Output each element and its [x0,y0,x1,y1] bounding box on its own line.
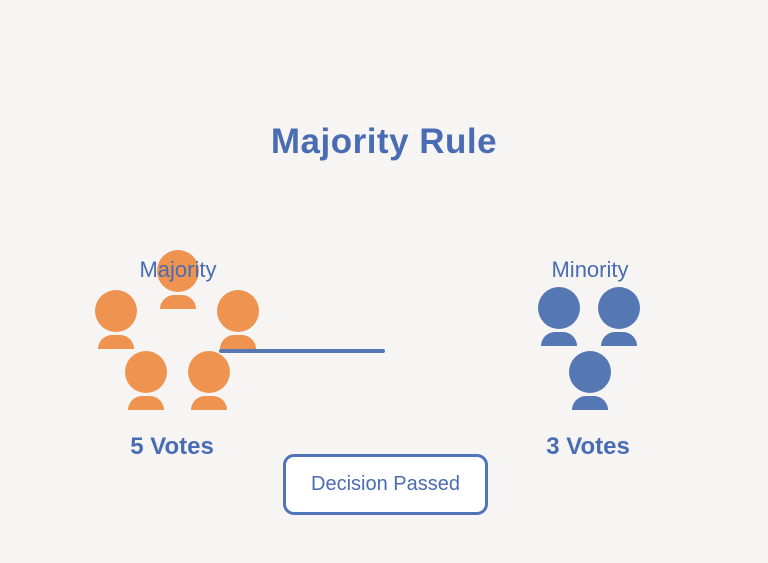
diagram-title: Majority Rule [270,122,498,161]
person-icon [187,351,231,410]
person-torso [191,396,227,410]
person-head [217,290,259,332]
majority-votes-count: 5 Votes [130,433,214,460]
divider-line [219,349,385,353]
person-icon [597,287,641,346]
person-torso [541,332,577,346]
minority-votes-count: 3 Votes [546,433,630,460]
majority-group-label: Majority [139,257,217,282]
person-head [157,250,199,292]
decision-passed-button[interactable]: Decision Passed [283,454,488,515]
person-icon [537,287,581,346]
person-torso [98,335,134,349]
minority-group-label: Minority [551,257,629,282]
person-torso [572,396,608,410]
person-head [125,351,167,393]
person-icon [216,290,260,349]
person-torso [601,332,637,346]
decision-passed-label: Decision Passed [311,473,460,495]
person-torso [128,396,164,410]
person-head [95,290,137,332]
person-head [598,287,640,329]
person-icon [156,250,200,309]
person-torso [220,335,256,349]
person-torso [160,295,196,309]
person-icon [124,351,168,410]
person-icon [94,290,138,349]
person-head [538,287,580,329]
person-head [188,351,230,393]
person-icon [568,351,612,410]
person-head [569,351,611,393]
